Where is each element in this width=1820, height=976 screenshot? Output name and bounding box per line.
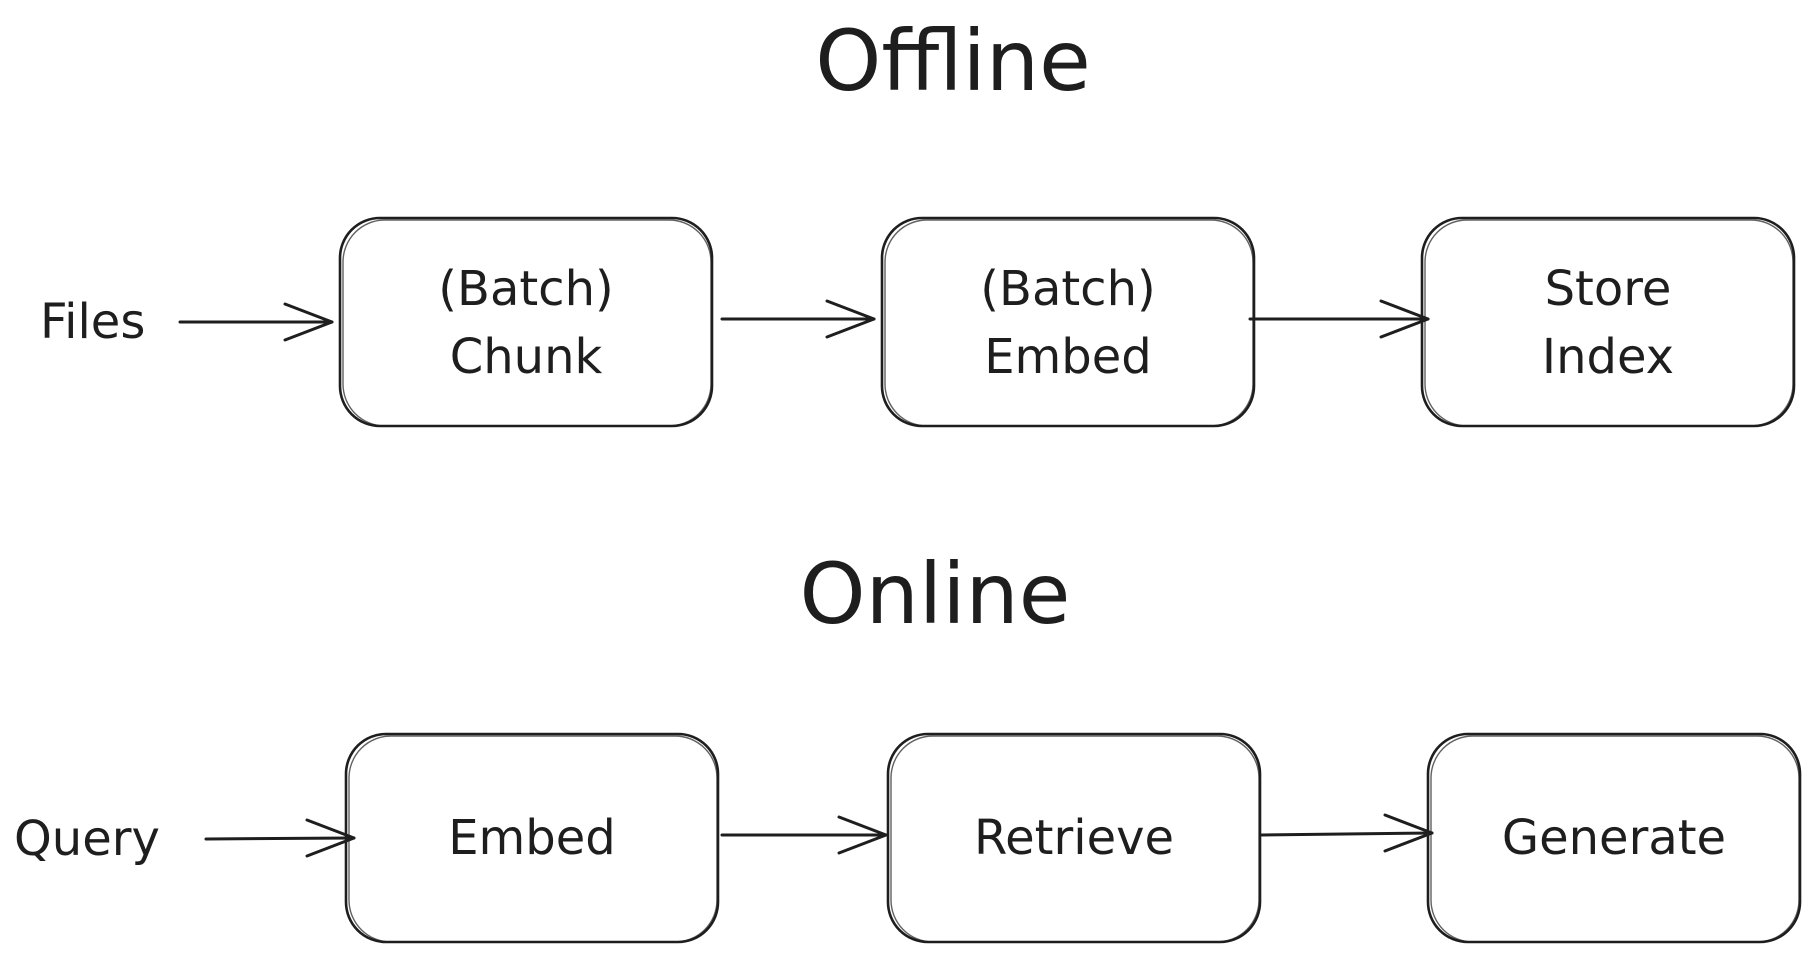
arrow-query-to-embed [204,818,356,858]
chunk-step: (Batch) Chunk [338,216,714,428]
chunk-step-line2: Chunk [450,329,603,385]
retrieve-step-label: Retrieve [974,810,1174,866]
generate-step: Generate [1426,732,1802,944]
query-label: Query [14,811,160,867]
online-section: Online Query Embed Retrieve [14,545,1802,944]
store-index-step-line1: Store [1545,261,1672,317]
store-index-step: Store Index [1420,216,1796,428]
arrow-files-to-chunk [178,302,334,342]
online-title: Online [800,545,1071,643]
offline-section: Offline Files (Batch) Chunk (Batch) Embe… [40,12,1796,428]
store-index-step-line2: Index [1542,329,1674,385]
batch-embed-step: (Batch) Embed [880,216,1256,428]
arrow-embed-to-store [1248,299,1430,339]
embed-step: Embed [344,732,720,944]
batch-embed-step-line2: Embed [984,329,1152,385]
arrow-embed-to-retrieve [720,815,888,855]
batch-embed-step-line1: (Batch) [980,261,1155,317]
generate-step-label: Generate [1502,810,1726,866]
retrieve-step: Retrieve [886,732,1262,944]
arrow-chunk-to-embed [720,299,876,339]
chunk-step-line1: (Batch) [438,261,613,317]
files-label: Files [40,294,145,350]
embed-step-label: Embed [448,810,616,866]
offline-title: Offline [815,12,1091,110]
arrow-retrieve-to-generate [1260,813,1434,853]
